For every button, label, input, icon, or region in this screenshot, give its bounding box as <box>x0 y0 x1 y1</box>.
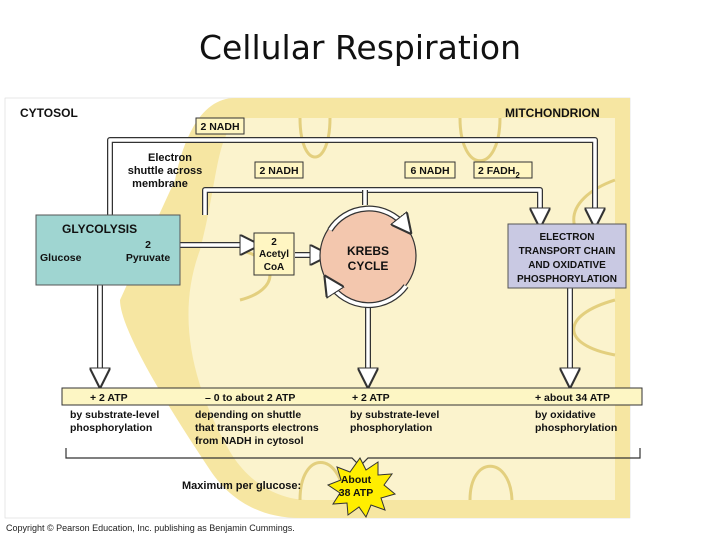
fadh-label: 2 FADH2 <box>478 165 520 180</box>
etc-label-line3: AND OXIDATIVE <box>528 260 606 271</box>
mitochondrion-label: MITCHONDRION <box>505 106 600 120</box>
nadh-mid-label: 2 NADH <box>259 165 298 177</box>
glycolysis-title: GLYCOLYSIS <box>62 222 137 236</box>
etc-label-line4: PHOSPHORYLATION <box>517 274 617 285</box>
atp-desc-line: phosphorylation <box>350 422 432 434</box>
shuttle-label-line1: Electron <box>148 152 192 164</box>
krebs-label-line1: KREBS <box>347 244 389 258</box>
atp-desc-line: phosphorylation <box>535 422 617 434</box>
max-per-glucose-label: Maximum per glucose: <box>182 480 301 492</box>
acetyl-coa-label: Acetyl <box>259 249 289 260</box>
fadh-subscript: 2 <box>515 171 520 180</box>
atp-desc-line: by substrate-level <box>350 409 439 421</box>
etc-label-line2: TRANSPORT CHAIN <box>519 246 616 257</box>
atp-desc-line: from NADH in cytosol <box>195 435 304 447</box>
glucose-label: Glucose <box>40 252 82 264</box>
pyruvate-label: Pyruvate <box>126 252 171 264</box>
atp-desc-line: that transports electrons <box>195 422 319 434</box>
nadh-top-label: 2 NADH <box>200 121 239 133</box>
atp-desc-line: by substrate-level <box>70 409 159 421</box>
atp-bar <box>61 387 643 406</box>
nadh-krebs-box <box>404 161 456 179</box>
acetyl-coa-box <box>253 232 295 276</box>
total-atp-line1: About <box>341 474 372 486</box>
acetyl-coa-count: 2 <box>271 237 277 248</box>
atp-yield-amount: + about 34 ATP <box>535 392 610 404</box>
total-atp-line2: 38 ATP <box>339 487 373 499</box>
nadh-top-box <box>195 117 245 135</box>
glycolysis-box <box>35 214 181 286</box>
atp-yield-amount: + 2 ATP <box>352 392 390 404</box>
cytosol-label: CYTOSOL <box>20 106 78 120</box>
krebs-cycle-arrows <box>330 205 406 309</box>
etc-box <box>507 223 627 289</box>
copyright-notice: Copyright © Pearson Education, Inc. publ… <box>6 523 295 533</box>
pyruvate-count: 2 <box>145 239 151 251</box>
shuttle-label-line3: membrane <box>132 178 188 190</box>
nadh-mid-box <box>254 161 304 179</box>
atp-desc-line: phosphorylation <box>70 422 152 434</box>
etc-label-line1: ELECTRON <box>540 232 595 243</box>
slide-title: Cellular Respiration <box>198 28 522 67</box>
atp-yield-amount: – 0 to about 2 ATP <box>205 392 295 404</box>
krebs-label-line2: CYCLE <box>348 259 389 273</box>
fadh-box <box>473 161 533 179</box>
atp-yield-amount: + 2 ATP <box>90 392 128 404</box>
shuttle-label-line2: shuttle across <box>128 165 203 177</box>
total-atp-starburst <box>326 457 397 519</box>
atp-desc-line: depending on shuttle <box>195 409 301 421</box>
atp-desc-line: by oxidative <box>535 409 596 421</box>
nadh-krebs-label: 6 NADH <box>410 165 449 177</box>
acetyl-coa-coa: CoA <box>264 262 285 273</box>
